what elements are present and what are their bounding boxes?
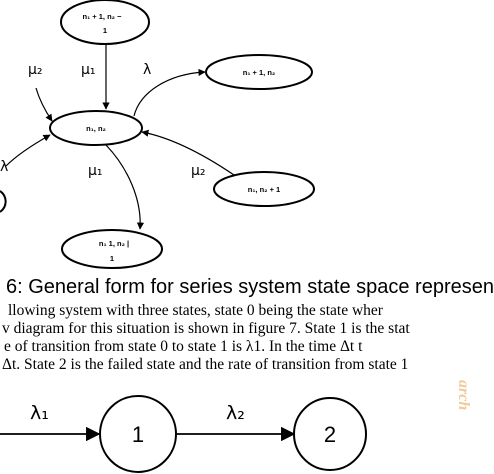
rate-label-mu1-bottom: μ₁ xyxy=(88,163,103,179)
body-text-line-2: v diagram for this situation is shown in… xyxy=(2,320,410,337)
arrow-left-lower-to-center xyxy=(5,134,51,167)
state-node-top-label-line1: n₁ + 1, n₂ − xyxy=(83,12,123,21)
state-node-bottom xyxy=(61,229,163,269)
body-text-line-1: llowing system with three states, state … xyxy=(8,302,383,319)
rate-label-lambda-top: λ xyxy=(143,62,151,78)
arrow-center-to-right-upper xyxy=(133,68,206,117)
rate-label-mu2-top: μ₂ xyxy=(28,62,43,78)
body-text-line-4: Δt. State 2 is the failed state and the … xyxy=(2,356,409,373)
body-text-line-3: e of transition from state 0 to state 1 … xyxy=(4,338,363,355)
state-node-right-upper-label: n₁ + 1, n₂ xyxy=(243,68,275,77)
arrow-right-lower-to-center xyxy=(141,129,235,176)
rate-label-lambda-left: λ xyxy=(0,159,8,175)
rate-label-mu1-top: μ₁ xyxy=(81,62,96,78)
state-node-bottom-label-line2: 1 xyxy=(110,254,114,263)
state-node-top xyxy=(60,0,150,45)
chain-label-lambda1: λ₁ xyxy=(30,402,49,424)
arrow-center-to-bottom xyxy=(105,144,145,230)
rate-label-mu2-bottom: μ₂ xyxy=(191,163,206,179)
state-node-right-lower-label: n₁, n₂ + 1 xyxy=(248,185,280,194)
state-node-top-label-line2: 1 xyxy=(103,26,107,35)
state-node-right-lower xyxy=(213,171,315,207)
state-node-left-partial xyxy=(0,190,7,213)
state-node-right-upper xyxy=(205,54,313,90)
chain-state-2-node xyxy=(293,397,367,471)
chain-state-2-label: 2 xyxy=(324,422,336,447)
state-node-bottom-label-line1: n₁ 1, n₂ | xyxy=(99,239,129,248)
state-node-center-label: n₁, n₂ xyxy=(86,124,106,133)
state-node-center xyxy=(49,110,143,146)
state-space-diagram: n₁ + 1, n₂ − 1 n₁ + 1, n₂ n₁, n₂ n₁, n₂ … xyxy=(0,0,367,473)
watermark-text: arch xyxy=(455,380,472,411)
arrow-left-to-center xyxy=(35,87,53,122)
chain-label-lambda2: λ₂ xyxy=(226,402,245,424)
figure-caption: 6: General form for series system state … xyxy=(6,276,494,298)
chain-state-1-label: 1 xyxy=(132,422,144,447)
